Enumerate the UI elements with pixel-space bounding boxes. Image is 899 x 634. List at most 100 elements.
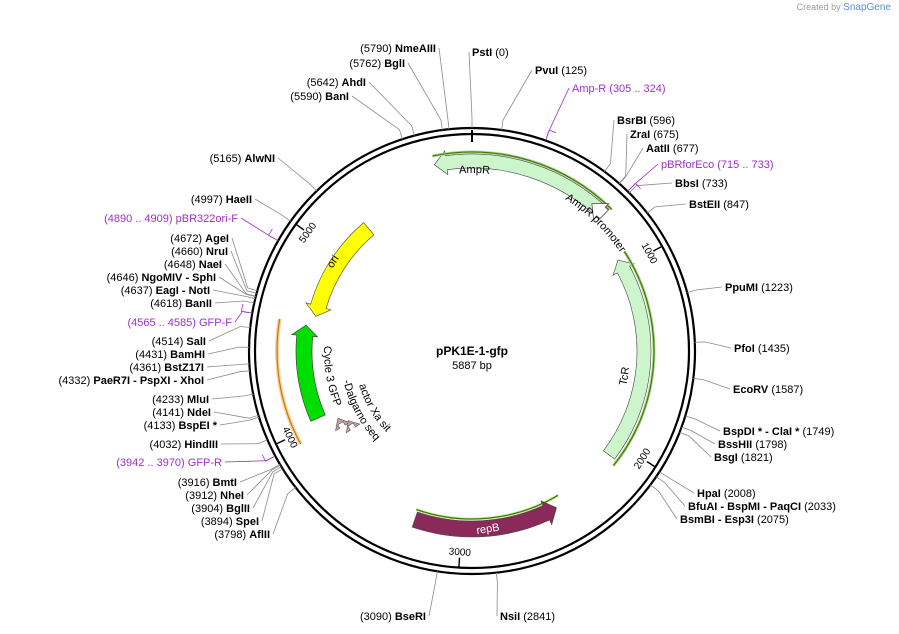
feature-ampr[interactable] bbox=[433, 150, 610, 220]
restriction-site-label[interactable]: (4618) BanII bbox=[150, 298, 212, 310]
restriction-site-label[interactable]: (4361) BstZ17I bbox=[129, 362, 204, 374]
restriction-site-label[interactable]: (5762) BglI bbox=[349, 58, 405, 70]
feature-factor-xa-site[interactable] bbox=[345, 420, 361, 434]
restriction-site-label[interactable]: BssHII (1798) bbox=[718, 439, 787, 451]
site-name: NheI bbox=[220, 490, 244, 502]
site-position: (847) bbox=[723, 199, 749, 211]
site-name: BspDI * - ClaI * bbox=[723, 426, 800, 438]
feature-tcr[interactable] bbox=[602, 259, 652, 460]
site-position: (5165) bbox=[210, 153, 242, 165]
restriction-site-label[interactable]: BspDI * - ClaI * (1749) bbox=[723, 426, 834, 438]
restriction-site-label[interactable]: (4646) NgoMIV - SphI bbox=[107, 272, 216, 284]
site-name: PvuI bbox=[535, 65, 558, 77]
tick-label: 1000 bbox=[639, 241, 660, 266]
site-leader-line bbox=[206, 363, 250, 368]
site-name: AhdI bbox=[342, 77, 366, 89]
site-position: (3090) bbox=[360, 611, 392, 623]
restriction-site-label[interactable]: EcoRV (1587) bbox=[733, 384, 803, 396]
restriction-site-label[interactable]: (5790) NmeAIII bbox=[360, 43, 436, 55]
feature-label-repb: repB bbox=[476, 522, 501, 537]
site-leader-line bbox=[261, 468, 283, 522]
restriction-site-label[interactable]: (4997) HaeII bbox=[191, 194, 252, 206]
site-leader-line bbox=[211, 393, 254, 400]
site-position: (2075) bbox=[757, 514, 789, 526]
restriction-site-label[interactable]: (5165) AlwNI bbox=[210, 153, 275, 165]
restriction-site-label[interactable]: BsrBI (596) bbox=[617, 115, 675, 127]
restriction-site-label[interactable]: ZraI (675) bbox=[630, 129, 679, 141]
restriction-site-label[interactable]: (3912) NheI bbox=[185, 490, 244, 502]
site-name: BsgI bbox=[714, 452, 738, 464]
restriction-site-label[interactable]: BsgI (1821) bbox=[714, 452, 773, 464]
restriction-site-label[interactable]: (4514) SalI bbox=[152, 336, 206, 348]
primer-label[interactable]: (4565 .. 4585) GFP-F bbox=[127, 317, 232, 329]
restriction-site-label[interactable]: (4141) NdeI bbox=[152, 407, 211, 419]
restriction-site-label[interactable]: (3798) AflII bbox=[214, 529, 270, 541]
restriction-site-label[interactable]: BstEII (847) bbox=[689, 199, 749, 211]
site-position: (4361) bbox=[129, 362, 161, 374]
feature-label-tcr: TcR bbox=[617, 366, 632, 387]
site-name: MluI bbox=[187, 394, 209, 406]
tick-label: 5000 bbox=[297, 220, 319, 245]
restriction-site-label[interactable]: HpaI (2008) bbox=[697, 488, 756, 500]
site-leader-line bbox=[240, 217, 279, 242]
feature-orf-edge bbox=[276, 318, 302, 445]
restriction-site-label[interactable]: AatII (677) bbox=[646, 143, 699, 155]
site-leader-line bbox=[351, 95, 403, 140]
site-position: (5642) bbox=[307, 77, 339, 89]
restriction-site-label[interactable]: (5642) AhdI bbox=[307, 77, 366, 89]
site-leader-line bbox=[212, 289, 256, 300]
restriction-site-label[interactable]: (4660) NruI bbox=[171, 246, 228, 258]
site-position: (4133) bbox=[144, 420, 176, 432]
restriction-site-label[interactable]: PvuI (125) bbox=[535, 65, 587, 77]
restriction-site-label[interactable]: (4637) EagI - NotI bbox=[121, 285, 210, 297]
site-leader-line bbox=[246, 464, 281, 496]
restriction-site-label[interactable]: (5590) BanI bbox=[290, 91, 349, 103]
restriction-site-label[interactable]: (3090) BseRI bbox=[360, 611, 426, 623]
site-position: (4233) bbox=[152, 394, 184, 406]
feature-ampr-promoter[interactable] bbox=[591, 203, 610, 221]
restriction-site-label[interactable]: (3916) BmtI bbox=[178, 477, 237, 489]
feature-ori[interactable] bbox=[305, 222, 375, 317]
site-position: (4648) bbox=[164, 259, 196, 271]
site-name: BglII bbox=[226, 503, 250, 515]
site-leader-line bbox=[234, 311, 253, 323]
site-leader-line bbox=[239, 463, 281, 483]
site-leader-line bbox=[646, 203, 687, 214]
site-name: SalI bbox=[186, 336, 206, 348]
restriction-site-label[interactable]: PstI (0) bbox=[472, 47, 509, 59]
site-leader-line bbox=[679, 431, 712, 458]
feature-repb[interactable] bbox=[411, 500, 557, 538]
primer-label[interactable]: Amp-R (305 .. 324) bbox=[572, 83, 666, 95]
feature-shine-dalgarno[interactable] bbox=[335, 417, 351, 432]
site-name: PaeR7I - PspXI - XhoI bbox=[93, 375, 204, 387]
restriction-site-label[interactable]: (4332) PaeR7I - PspXI - XhoI bbox=[59, 375, 205, 387]
restriction-site-label[interactable]: NsiI (2841) bbox=[500, 611, 555, 623]
restriction-site-label[interactable]: BbsI (733) bbox=[675, 178, 728, 190]
tick-mark bbox=[646, 461, 656, 468]
primer-label[interactable]: (4890 .. 4909) pBR322ori-F bbox=[104, 213, 238, 225]
restriction-site-label[interactable]: (3894) SpeI bbox=[201, 516, 259, 528]
restriction-site-label[interactable]: (4233) MluI bbox=[152, 394, 209, 406]
restriction-site-label[interactable]: (4032) HindIII bbox=[150, 439, 218, 451]
restriction-site-label[interactable]: (4431) BamHI bbox=[135, 349, 205, 361]
restriction-site-label[interactable]: (3904) BglII bbox=[191, 503, 250, 515]
restriction-site-label[interactable]: BsmBI - Esp3I (2075) bbox=[680, 514, 789, 526]
restriction-site-label[interactable]: PfoI (1435) bbox=[734, 343, 790, 355]
site-name: BglI bbox=[384, 58, 405, 70]
site-position: (1223) bbox=[761, 282, 793, 294]
restriction-site-label[interactable]: (4672) AgeI bbox=[170, 233, 229, 245]
restriction-site-label[interactable]: PpuMI (1223) bbox=[725, 282, 793, 294]
site-leader-line bbox=[687, 286, 723, 293]
primer-label[interactable]: (3942 .. 3970) GFP-R bbox=[116, 457, 222, 469]
tick-mark bbox=[275, 439, 286, 445]
feature-cycle3-gfp[interactable] bbox=[290, 324, 326, 422]
primer-label[interactable]: pBRforEco (715 .. 733) bbox=[661, 159, 774, 171]
site-position: (3912) bbox=[185, 490, 217, 502]
site-position: (4637) bbox=[121, 285, 153, 297]
site-leader-line bbox=[272, 487, 296, 535]
restriction-site-label[interactable]: (4648) NaeI bbox=[164, 259, 222, 271]
restriction-site-label[interactable]: BfuAI - BspMI - PaqCI (2033) bbox=[688, 501, 836, 513]
restriction-site-label[interactable]: (4133) BspEI * bbox=[144, 420, 218, 432]
site-name: AlwNI bbox=[244, 153, 275, 165]
